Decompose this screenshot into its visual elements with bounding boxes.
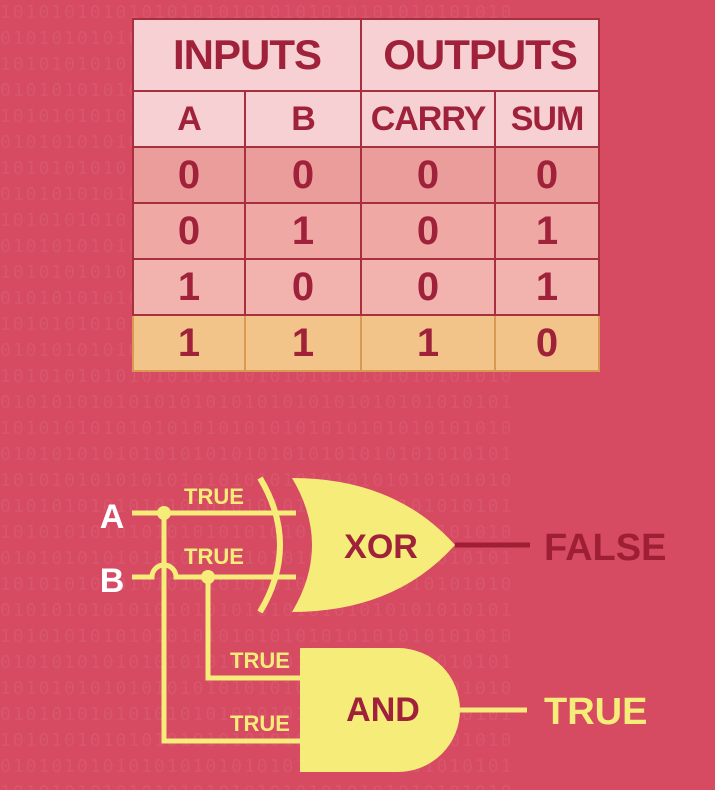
and-gate-label: AND xyxy=(346,691,420,729)
wire-label-a-and: TRUE xyxy=(230,711,290,736)
table-cell: 0 xyxy=(132,202,246,260)
junction-dot-b xyxy=(201,570,215,584)
table-cell: 1 xyxy=(243,202,363,260)
input-b-label: B xyxy=(100,562,125,600)
table-row: 0 1 0 1 xyxy=(132,202,601,260)
column-header-sum: SUM xyxy=(494,90,601,148)
table-cell: 0 xyxy=(494,314,601,372)
table-cell: 1 xyxy=(132,258,246,316)
table-cell: 1 xyxy=(494,258,601,316)
table-row: 1 0 0 1 xyxy=(132,258,601,316)
column-header-a: A xyxy=(132,90,246,148)
table-cell: 0 xyxy=(360,202,497,260)
xor-output-label: FALSE xyxy=(544,527,666,569)
inputs-header: INPUTS xyxy=(131,18,363,92)
xor-gate-label: XOR xyxy=(344,528,418,566)
table-column-header-row: A B CARRY SUM xyxy=(132,90,601,148)
table-cell: 0 xyxy=(360,258,497,316)
table-cell: 0 xyxy=(243,146,363,204)
table-cell: 0 xyxy=(360,146,497,204)
table-cell: 1 xyxy=(132,314,246,372)
input-a-label: A xyxy=(100,498,125,536)
table-cell: 1 xyxy=(243,314,363,372)
wire-label-b-xor: TRUE xyxy=(184,544,244,569)
xor-gate xyxy=(292,478,455,612)
table-cell: 0 xyxy=(243,258,363,316)
table-cell: 0 xyxy=(132,146,246,204)
table-group-header-row: INPUTS OUTPUTS xyxy=(131,18,601,92)
table-cell: 1 xyxy=(360,314,497,372)
column-header-carry: CARRY xyxy=(360,90,497,148)
wire-a-and xyxy=(161,513,300,744)
table-row: 0 0 0 0 xyxy=(132,146,601,204)
outputs-header: OUTPUTS xyxy=(360,18,601,92)
truth-table: INPUTS OUTPUTS A B CARRY SUM 0 0 0 0 0 1… xyxy=(131,18,601,372)
wire-label-b-and: TRUE xyxy=(230,648,290,673)
xor-gate-back-arc xyxy=(257,476,283,614)
column-header-b: B xyxy=(243,90,363,148)
table-row-highlighted: 1 1 1 0 xyxy=(132,314,601,372)
and-output-label: TRUE xyxy=(544,691,647,733)
table-cell: 0 xyxy=(494,146,601,204)
and-gate xyxy=(300,648,460,772)
wire-label-a-xor: TRUE xyxy=(184,484,244,509)
junction-dot-a xyxy=(157,506,171,520)
wire-b-and xyxy=(205,577,300,681)
table-cell: 1 xyxy=(494,202,601,260)
